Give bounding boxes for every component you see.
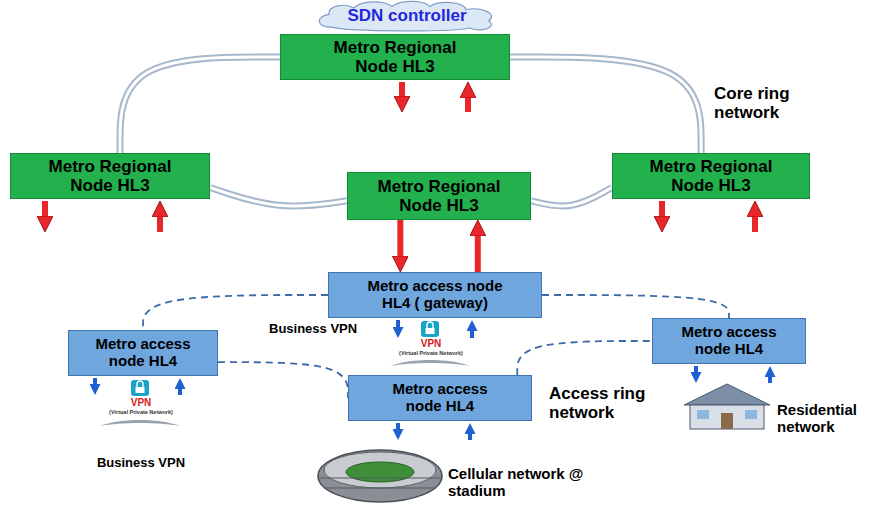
regional-node-box: Metro Regional Node HL3	[347, 172, 531, 220]
cloud-shape	[319, 1, 491, 31]
up-arrow	[752, 217, 758, 232]
service-label: Business VPN	[268, 322, 370, 337]
access-node-box: Metro access node HL4 ( gateway)	[328, 272, 542, 318]
access-node-box: Metro access node HL4	[652, 318, 806, 364]
ring-label: Access ring network	[548, 384, 662, 422]
node-title: Metro Regional Node HL3	[320, 38, 470, 76]
lock-shackle	[427, 322, 433, 328]
vpn-swoosh	[390, 360, 470, 366]
network-label: Residential network	[776, 402, 872, 436]
ring-inner	[210, 188, 347, 206]
network-label: Cellular network @ stadium	[447, 466, 609, 500]
icon-text: VPN	[120, 397, 162, 408]
stadium-outer	[318, 450, 442, 502]
icon-caption: (Virtual Private Network)	[95, 409, 187, 415]
core-ring-link	[510, 57, 701, 153]
stadium-pitch	[346, 462, 414, 482]
up-arrow	[768, 377, 772, 383]
controller-cloud: SDN controller	[312, 0, 502, 32]
lock-body	[426, 328, 435, 334]
arrow-shaft	[475, 236, 481, 272]
house-illustration	[684, 384, 770, 429]
node-title: Metro Regional Node HL3	[35, 157, 185, 195]
house-window	[697, 410, 709, 419]
ring-dash	[517, 341, 652, 375]
up-arrow	[468, 434, 472, 440]
node-title: Metro Regional Node HL3	[636, 157, 786, 195]
ring-inner	[531, 188, 612, 206]
core-ring-link	[120, 57, 280, 153]
lock-badge	[131, 380, 149, 396]
vpn-icon	[100, 380, 180, 426]
up-arrow	[178, 389, 182, 395]
access-node-box: Metro access node HL4	[348, 375, 532, 421]
ring-outer	[510, 57, 701, 153]
up-arrow	[465, 98, 471, 112]
house-body	[690, 405, 764, 429]
service-label: Business VPN	[85, 456, 197, 471]
vpn-icon	[390, 321, 470, 366]
access-node-box: Metro access node HL4	[68, 330, 218, 376]
down-arrow	[396, 320, 400, 327]
node-title: Metro access node HL4 ( gateway)	[355, 278, 515, 312]
ring-label: Core ring network	[713, 84, 827, 122]
regional-node-box: Metro Regional Node HL3	[10, 153, 210, 199]
stadium-stands	[324, 452, 436, 488]
traffic-arrow	[400, 220, 401, 256]
access-ring-link	[517, 341, 652, 375]
down-arrow	[659, 201, 665, 216]
traffic-arrow	[477, 236, 478, 272]
stadium-illustration	[318, 450, 442, 502]
down-arrow	[93, 378, 97, 384]
node-title: SDN controller	[322, 6, 492, 25]
down-arrow	[396, 423, 400, 429]
access-ring-link	[218, 362, 348, 398]
stadium-tiers	[318, 478, 442, 488]
ring-outer	[210, 188, 347, 206]
core-ring-link	[531, 188, 612, 206]
house-roof	[684, 384, 770, 405]
core-ring-link	[210, 188, 347, 206]
icon-text: VPN	[410, 338, 452, 349]
ring-outer	[120, 57, 280, 153]
ring-inner	[510, 57, 701, 153]
up-arrow	[470, 331, 474, 338]
down-arrow	[399, 82, 405, 96]
vpn-swoosh	[100, 420, 180, 426]
node-title: Metro access node HL4	[83, 336, 203, 370]
house-window	[745, 410, 757, 419]
access-ring-link	[542, 295, 729, 318]
icon-caption: (Virtual Private Network)	[385, 350, 477, 356]
up-arrow	[157, 217, 163, 232]
down-arrow	[694, 366, 698, 372]
house-door	[721, 413, 733, 429]
ring-inner	[120, 57, 280, 153]
node-title: Metro access node HL4	[669, 324, 789, 358]
arrow-shaft	[397, 220, 403, 256]
ring-dash	[542, 295, 729, 318]
regional-node-box: Metro Regional Node HL3	[280, 34, 510, 80]
node-title: Metro Regional Node HL3	[364, 177, 514, 215]
node-title: Metro access node HL4	[380, 381, 500, 415]
down-arrow	[42, 201, 48, 216]
regional-node-box: Metro Regional Node HL3	[612, 153, 810, 199]
lock-badge	[421, 321, 439, 337]
lock-body	[136, 387, 145, 393]
lock-shackle	[137, 381, 143, 387]
ring-outer	[531, 188, 612, 206]
ring-dash	[218, 362, 348, 398]
